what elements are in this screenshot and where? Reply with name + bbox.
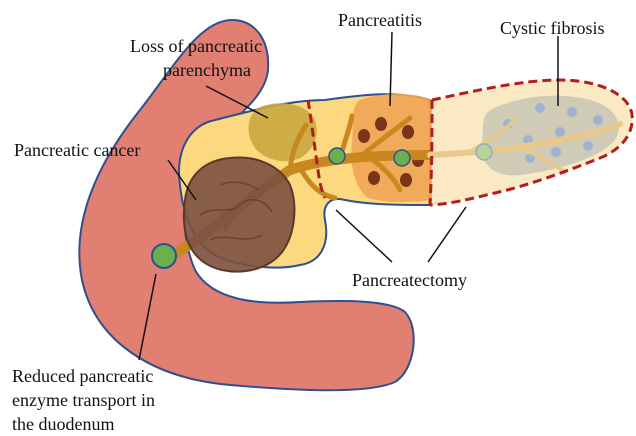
label-loss-line1: Loss of pancreatic [130, 36, 262, 56]
label-pancreatic-cancer: Pancreatic cancer [14, 140, 140, 160]
label-pancreatectomy: Pancreatectomy [352, 270, 467, 290]
green-node [476, 144, 492, 160]
pancreatitis-zone [351, 94, 432, 202]
label-pancreatitis: Pancreatitis [338, 10, 422, 30]
label-loss-line2: parenchyma [163, 60, 251, 80]
green-node [329, 148, 345, 164]
label-cystic-fibrosis: Cystic fibrosis [500, 18, 605, 38]
label-reduced-line1: Reduced pancreatic [12, 366, 153, 386]
label-reduced-line3: the duodenum [12, 414, 114, 434]
label-reduced-line2: enzyme transport in [12, 390, 155, 410]
duodenum-node [152, 244, 176, 268]
green-node [394, 150, 410, 166]
